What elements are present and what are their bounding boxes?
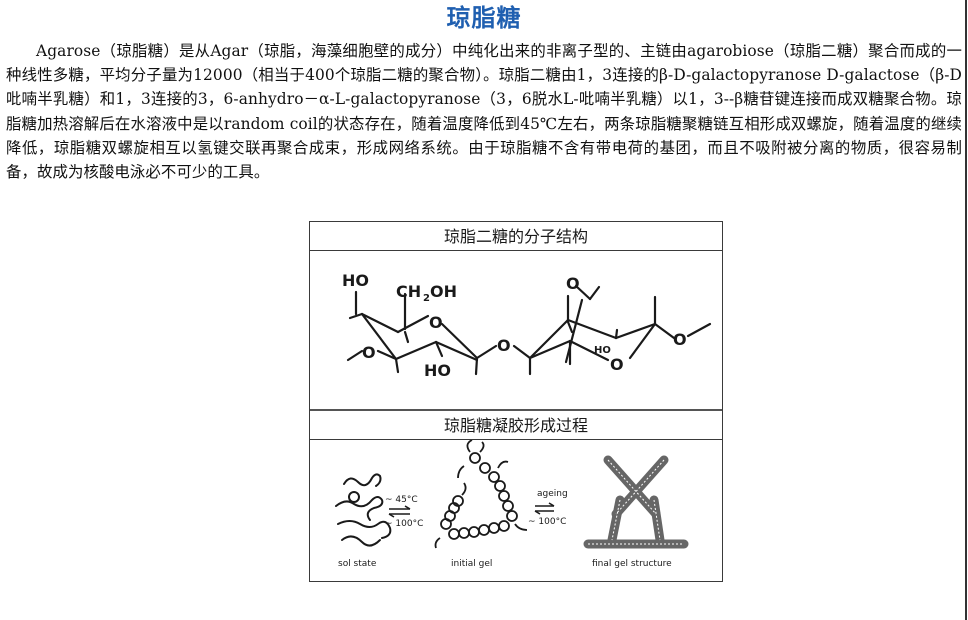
- svg-text:~ 100°C: ~ 100°C: [385, 519, 423, 529]
- svg-text:HO: HO: [424, 361, 451, 380]
- svg-text:O: O: [362, 343, 376, 362]
- svg-text:HO: HO: [594, 345, 611, 356]
- svg-text:initial gel: initial gel: [451, 559, 492, 569]
- body-paragraph: Agarose（琼脂糖）是从Agar（琼脂，海藻细胞壁的成分）中纯化出来的非离子…: [6, 42, 962, 182]
- svg-text:O: O: [566, 274, 580, 293]
- svg-text:O: O: [497, 336, 511, 355]
- svg-text:~ 45°C: ~ 45°C: [385, 495, 418, 505]
- svg-text:sol state: sol state: [338, 559, 377, 569]
- structure-header: 琼脂二糖的分子结构: [310, 222, 722, 251]
- svg-text:O: O: [429, 313, 443, 332]
- svg-text:O: O: [610, 355, 624, 374]
- svg-text:~ 100°C: ~ 100°C: [528, 517, 566, 527]
- svg-text:CH: CH: [396, 282, 421, 301]
- svg-text:ageing: ageing: [537, 489, 568, 499]
- svg-text:OH: OH: [430, 282, 457, 301]
- gel-formation-header: 琼脂糖凝胶形成过程: [310, 409, 722, 440]
- svg-text:final gel structure: final gel structure: [592, 559, 672, 569]
- gel-formation-diagram: ~ 45°C ~ 100°C ageing ~ 100°C: [335, 440, 689, 569]
- svg-text:O: O: [673, 330, 687, 349]
- page-title: 琼脂糖: [446, 3, 522, 32]
- agarobiose-structure-diagram: HO CH 2 OH O O HO O O HO O O: [342, 271, 712, 380]
- figure-box: 琼脂二糖的分子结构: [309, 221, 723, 582]
- svg-text:HO: HO: [342, 271, 369, 290]
- svg-text:2: 2: [423, 293, 430, 304]
- page-right-border: [965, 0, 967, 620]
